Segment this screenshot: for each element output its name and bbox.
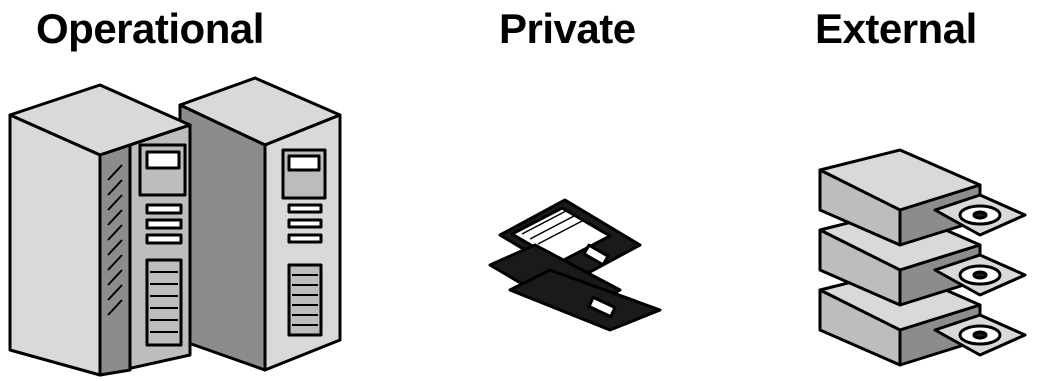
category-label-external: External: [815, 4, 977, 54]
cd-drive-stack-icon: [810, 140, 1040, 381]
server-tower-back: [180, 78, 340, 370]
server-towers-icon: [0, 70, 350, 381]
floppy-disks-icon: [490, 190, 670, 330]
category-label-operational: Operational: [36, 4, 264, 54]
category-label-private: Private: [499, 4, 636, 54]
server-tower-front: [10, 85, 190, 375]
